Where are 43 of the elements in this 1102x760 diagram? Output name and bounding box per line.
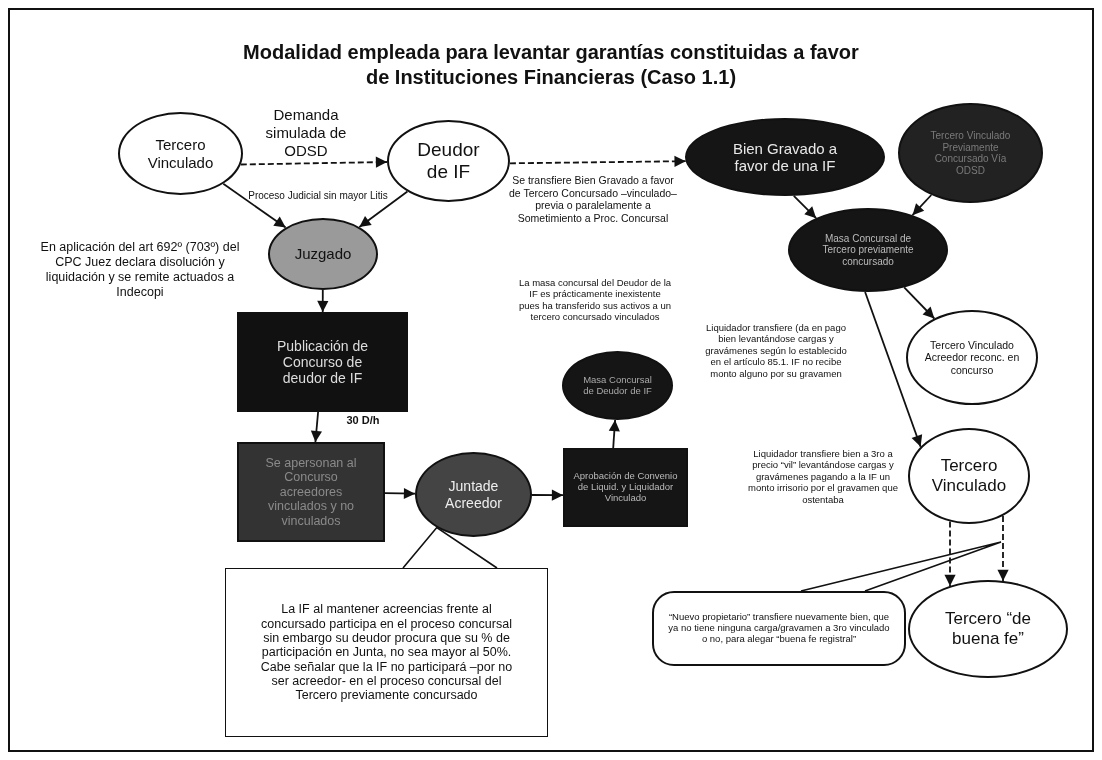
node-label: Juntade Acreedor <box>444 478 503 511</box>
process-box <box>237 312 408 412</box>
arrow <box>384 487 416 500</box>
node-label: Tercero Vinculado <box>930 456 1008 496</box>
node-label: “Nuevo propietario” transfiere nuevamente bien, que ya no tiene ninguna carga/gravamen a 3ro vinculado o no, para alegar “buena fe registral” <box>667 612 891 645</box>
node-label: Publicación de Concurso de deudor de IF <box>275 337 370 387</box>
arrow <box>608 419 620 449</box>
arrow <box>358 190 409 228</box>
arrow <box>222 182 287 229</box>
node-label: Tercero Vinculado Acreedor reconc. en concurso <box>923 339 1021 376</box>
node-label: Tercero Vinculado Previamente Concursado Vía ODSD <box>929 130 1012 176</box>
node-label: Tercero Vinculado <box>146 136 215 171</box>
process-box <box>237 442 385 542</box>
callout-box <box>225 568 548 737</box>
annotation-text: Proceso Judicial sin mayor Litis <box>247 190 389 202</box>
arrow <box>531 489 564 501</box>
arrow <box>903 286 936 320</box>
annotation-text: Liquidador transfiere bien a 3ro a precio “vil” levantándose cargas y gravámenes pagando a la IF un monto irrisorio por el gravamen que ostentaba <box>748 448 898 505</box>
edge-label: Se transfiere Bien Gravado a favor de Tercero Concursado –vinculado– previa o paralelamente a Sometimiento a Proc. Concursal <box>508 174 678 225</box>
arrow <box>317 289 329 313</box>
edge-label: Demanda simulada de ODSD <box>264 106 348 160</box>
annotation-text: La masa concursal del Deudor de la IF es prácticamente inexistente pues ha transferido sus activos a un tercero concursado vinculados <box>518 277 672 323</box>
node-label: Bien Gravado a favor de una IF <box>731 139 839 175</box>
leader-line <box>800 541 1002 592</box>
arrow <box>310 411 322 443</box>
node-label: Se apersonan al Concurso acreedores vinculados y no vinculados <box>264 456 358 528</box>
speech-bubble <box>652 591 906 666</box>
node-label: Aprobación de Convenio de Liquid. y Liquidador Vinculado <box>573 471 678 504</box>
arrow <box>911 194 933 216</box>
node-label: Tercero “de buena fe” <box>944 609 1032 649</box>
annotation-text: En aplicación del art 692º (703º) del CPC Juez declara disolución y liquidación y se remite actuados a Indecopi <box>39 240 241 300</box>
node-label: Masa Concursal de Deudor de IF <box>582 374 653 397</box>
edge-label: 30 D/h <box>345 414 381 428</box>
arrow <box>792 194 817 219</box>
node-label: Deudor de IF <box>416 139 481 183</box>
arrow <box>509 155 687 167</box>
process-box <box>563 448 688 527</box>
annotation-text: Liquidador transfiere (da en pago bien levantándose cargas y gravámenes según lo establecido en el artículo 85.1. IF no recibe monto alguno por su gravamen <box>704 322 848 379</box>
node-label: La IF al mantener acreencias frente al concursado participa en el proceso concursal sin embargo su deudor procura que su % de participación en Junta, no sea mayor al 50%. Cabe señalar que la IF no participará –por no ser acreedor- en el proceso concursal del Tercero previamente concursado <box>260 602 513 703</box>
diagram-title: Modalidad empleada para levantar garantías constituidas a favor de Instituciones Financieras (Caso 1.1) <box>242 40 860 90</box>
node-label: Masa Concursal de Tercero previamente concursado <box>821 232 915 268</box>
node-label: Juzgado <box>294 245 352 263</box>
leader-line <box>402 526 498 569</box>
